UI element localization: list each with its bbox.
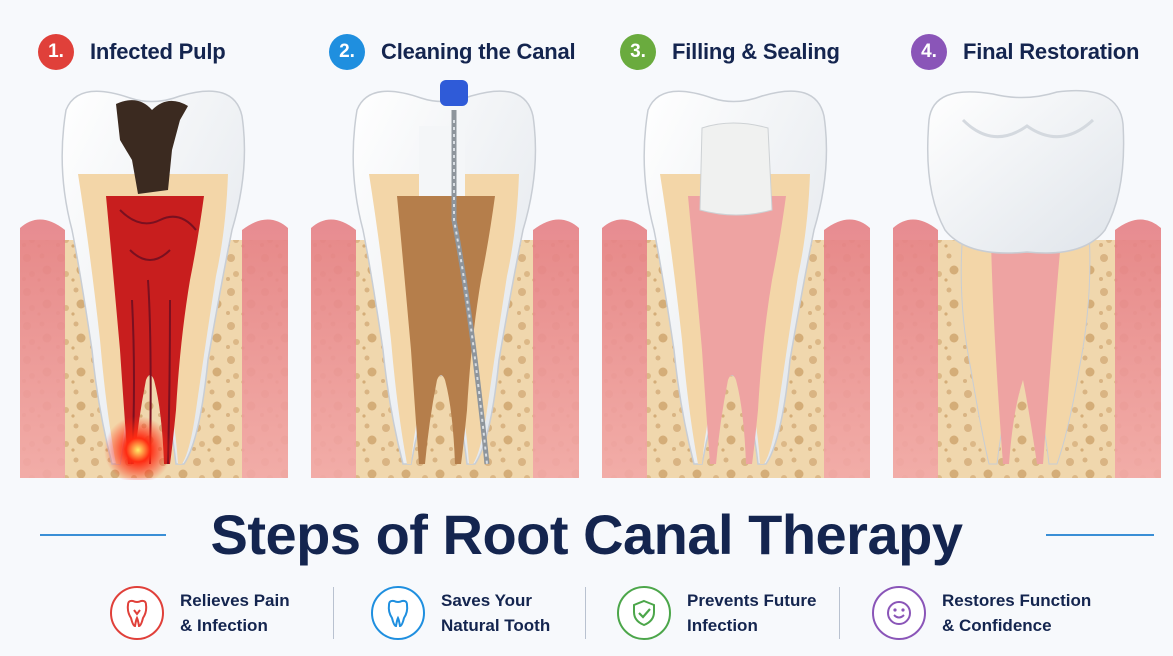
final-restoration-illustration <box>893 89 1161 478</box>
step-cleaning-canal: 2. Cleaning the Canal <box>311 0 579 490</box>
step-header: 4. Final Restoration <box>911 34 1139 70</box>
sealed-canal <box>991 240 1061 464</box>
benefit-line2: Natural Tooth <box>441 616 551 635</box>
benefit-line2: & Confidence <box>942 616 1052 635</box>
benefit-divider <box>839 587 840 639</box>
title-rule-left <box>40 534 166 536</box>
step-title: Filling & Sealing <box>672 39 840 64</box>
benefit-text: Prevents Future Infection <box>687 588 816 638</box>
infected-pulp-illustration <box>20 90 288 480</box>
benefit-line1: Saves Your <box>441 591 533 610</box>
cleaning-canal-illustration <box>311 80 579 478</box>
sealed-canal <box>688 196 786 464</box>
benefit-text: Saves Your Natural Tooth <box>441 588 550 638</box>
access-opening <box>419 126 465 196</box>
benefit-restores-function: Restores Function & Confidence <box>872 583 1091 643</box>
gum-tissue <box>311 219 579 478</box>
step-header: 1. Infected Pulp <box>38 34 226 70</box>
benefit-prevents-infection: Prevents Future Infection <box>617 583 816 643</box>
file-handle <box>440 80 468 106</box>
tooth-pain-icon <box>110 586 164 640</box>
gum-tissue <box>602 219 870 478</box>
step-infected-pulp: 1. Infected Pulp <box>20 0 288 490</box>
title-rule-right <box>1046 534 1154 536</box>
blood-vessels <box>119 209 197 465</box>
benefit-line2: & Infection <box>180 616 268 635</box>
benefit-text: Restores Function & Confidence <box>942 588 1091 638</box>
dental-crown <box>926 89 1125 254</box>
step-number-badge: 2. <box>329 34 365 70</box>
benefit-line1: Restores Function <box>942 591 1092 610</box>
smile-icon <box>872 586 926 640</box>
benefit-saves-tooth: Saves Your Natural Tooth <box>371 583 550 643</box>
title-row: Steps of Root Canal Therapy <box>0 500 1173 570</box>
step-title: Infected Pulp <box>90 39 226 64</box>
benefits-row: Relieves Pain & Infection Saves Your Nat… <box>0 583 1173 643</box>
temporary-filling <box>699 122 773 216</box>
cleaned-canal <box>397 196 495 464</box>
step-title: Cleaning the Canal <box>381 39 576 64</box>
page-title: Steps of Root Canal Therapy <box>210 503 963 566</box>
decay-cavity <box>116 100 188 194</box>
step-number-badge: 4. <box>911 34 947 70</box>
shield-check-icon <box>617 586 671 640</box>
step-title: Final Restoration <box>963 39 1140 64</box>
gum-tissue <box>20 219 288 478</box>
infection-glow <box>104 416 172 480</box>
step-filling-sealing: 3. Filling & Sealing <box>602 0 870 490</box>
tooth-icon <box>371 586 425 640</box>
benefit-divider <box>333 587 334 639</box>
steps-panel: 1. Infected Pulp 2. Cleaning the Canal <box>20 0 1161 490</box>
benefit-line2: Infection <box>687 616 758 635</box>
benefit-divider <box>585 587 586 639</box>
infected-pulp <box>106 196 204 464</box>
filling-sealing-illustration <box>602 90 870 478</box>
step-header: 3. Filling & Sealing <box>620 34 840 70</box>
step-number-badge: 1. <box>38 34 74 70</box>
benefit-text: Relieves Pain & Infection <box>180 588 290 638</box>
gum-tissue <box>893 219 1161 478</box>
benefit-relieves-pain: Relieves Pain & Infection <box>110 583 290 643</box>
benefit-line1: Relieves Pain <box>180 591 290 610</box>
benefit-line1: Prevents Future <box>687 591 817 610</box>
step-final-restoration: 4. Final Restoration <box>893 0 1161 490</box>
step-number-badge: 3. <box>620 34 656 70</box>
step-header: 2. Cleaning the Canal <box>329 34 576 70</box>
